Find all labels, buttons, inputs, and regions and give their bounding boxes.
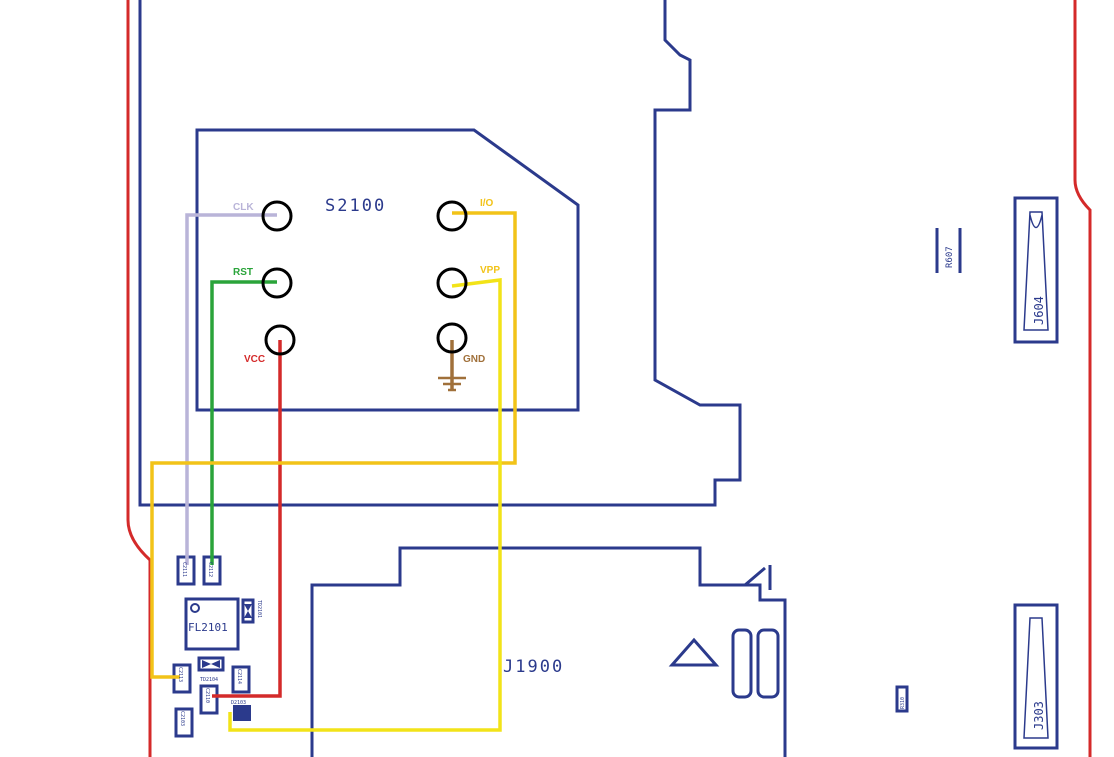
pad-rst xyxy=(261,267,293,299)
wire-io xyxy=(150,211,517,679)
td2104-outline xyxy=(197,656,225,672)
c2114-label: C2114 xyxy=(236,669,242,684)
spring-contact xyxy=(744,565,772,590)
td2101-diode-icon xyxy=(244,604,252,618)
pad-io xyxy=(436,200,468,232)
wire-vpp xyxy=(228,278,502,732)
r310-outline xyxy=(895,685,909,713)
j1900-outline xyxy=(310,546,787,757)
slot-right xyxy=(756,628,780,699)
connector-label: S2100 xyxy=(325,196,386,216)
sim-connector-outline xyxy=(195,128,580,412)
pad-gnd xyxy=(436,322,468,354)
ground-icon xyxy=(438,376,466,392)
pin-label-vcc: VCC xyxy=(244,354,265,365)
j604-contact xyxy=(1023,211,1049,331)
pcb-outline-upper xyxy=(138,0,742,507)
wire-clk xyxy=(185,213,277,565)
j604-label: J604 xyxy=(1032,296,1046,325)
pin-label-clk: CLK xyxy=(233,202,254,213)
pin-label-rst: RST xyxy=(233,267,253,278)
j303-label: J303 xyxy=(1032,701,1046,730)
td2104-diode-icon xyxy=(202,660,220,668)
c2110-outline xyxy=(199,684,219,715)
d2103-body xyxy=(233,705,251,721)
pin-label-vpp: VPP xyxy=(480,265,500,276)
pad-vcc xyxy=(264,324,296,356)
pin-label-io: I/O xyxy=(480,198,494,209)
td2101-outline xyxy=(241,598,255,624)
d2103-label: D2103 xyxy=(231,700,246,706)
td2104-label: TD2104 xyxy=(200,677,218,683)
wire-rst xyxy=(210,280,277,565)
c2112-label: C2112 xyxy=(207,562,213,577)
c2110-label: C2110 xyxy=(204,688,210,703)
td2101-label: TD2101 xyxy=(256,600,262,618)
pin-label-gnd: GND xyxy=(463,354,485,365)
c2114-outline xyxy=(231,665,251,694)
fl2101-outline xyxy=(184,597,240,651)
c2111-label: C2111 xyxy=(181,562,187,577)
pin1-dot xyxy=(190,603,200,613)
slot-left xyxy=(731,628,753,699)
wire-vcc xyxy=(212,340,282,698)
j303-contact xyxy=(1023,617,1049,739)
r310-label: R310 xyxy=(900,697,906,709)
pad-vpp xyxy=(436,267,468,299)
pad-clk xyxy=(261,200,293,232)
fl2101-label: FL2101 xyxy=(188,621,228,634)
c2113-label: C2113 xyxy=(177,667,183,682)
j1900-label: J1900 xyxy=(503,657,564,677)
board-edge-right xyxy=(1073,0,1092,757)
board-edge-left xyxy=(126,0,152,757)
c2103-outline xyxy=(174,707,194,738)
triangle-mark-icon xyxy=(668,637,720,667)
j303-outline xyxy=(1013,603,1059,750)
j604-outline xyxy=(1013,196,1059,344)
c2103-label: C2103 xyxy=(179,711,185,726)
r607-label: R607 xyxy=(945,246,955,268)
